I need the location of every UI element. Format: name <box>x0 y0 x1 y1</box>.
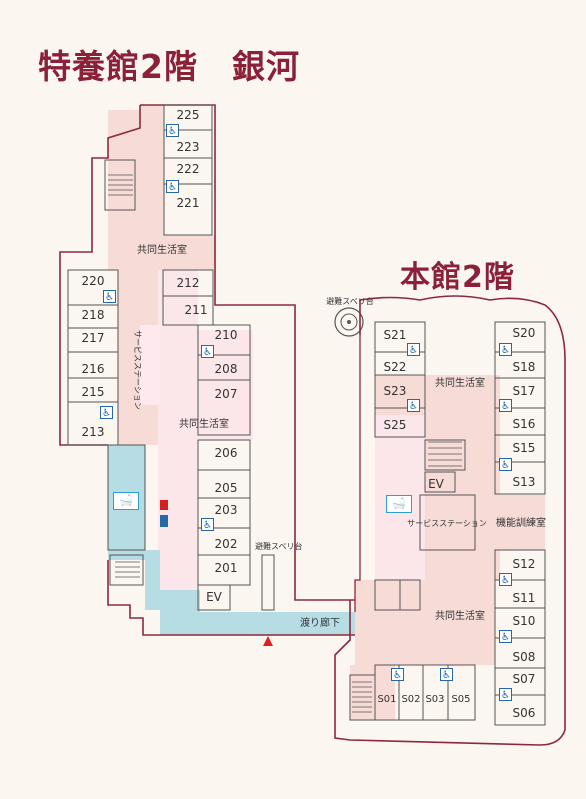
annex-hall-upper-2 <box>140 105 164 240</box>
wheelchair-accessible-icon: ♿ <box>407 399 420 412</box>
wheelchair-accessible-icon: ♿ <box>166 180 179 193</box>
main-common-room-south <box>355 580 495 665</box>
room-220: 220 <box>81 274 105 288</box>
room-208: 208 <box>214 362 238 376</box>
room-S16: S16 <box>512 417 536 431</box>
service-station-box <box>140 325 160 405</box>
annex-common-room-north <box>108 235 216 270</box>
stair-hall-main <box>350 665 395 720</box>
room-S12: S12 <box>512 557 536 571</box>
room-212: 212 <box>176 276 200 290</box>
escape-slide-annex <box>261 554 275 611</box>
wheelchair-accessible-icon: ♿ <box>201 345 214 358</box>
wheelchair-accessible-icon: ♿ <box>499 343 512 356</box>
room-215: 215 <box>81 385 105 399</box>
room-S13: S13 <box>512 475 536 489</box>
room-S02: S02 <box>401 694 421 705</box>
room-217: 217 <box>81 331 105 345</box>
room-S22: S22 <box>383 360 407 374</box>
annex-elevator-label: EV <box>206 590 222 604</box>
room-S17: S17 <box>512 384 536 398</box>
corridor-label: 渡り廊下 <box>300 618 340 629</box>
main-outer-wall <box>334 295 566 746</box>
wheelchair-accessible-icon: ♿ <box>499 458 512 471</box>
room-S25: S25 <box>383 418 407 432</box>
room-S21: S21 <box>383 328 407 342</box>
room-225: 225 <box>176 108 200 122</box>
wheelchair-accessible-icon: ♿ <box>100 406 113 419</box>
room-216: 216 <box>81 362 105 376</box>
room-S06: S06 <box>512 706 536 720</box>
main-common-room-label: 共同生活室 <box>435 378 485 389</box>
annex-common-room-label: 共同生活室 <box>137 245 187 256</box>
wheelchair-accessible-icon: ♿ <box>201 518 214 531</box>
wheelchair-accessible-icon: ♿ <box>499 630 512 643</box>
room-218: 218 <box>81 308 105 322</box>
room-S11: S11 <box>512 591 536 605</box>
main-elevator-label: EV <box>428 477 444 491</box>
room-S07: S07 <box>512 672 536 686</box>
room-205: 205 <box>214 481 238 495</box>
room-221: 221 <box>176 196 200 210</box>
room-S08: S08 <box>512 650 536 664</box>
room-S18: S18 <box>512 360 536 374</box>
room-222: 222 <box>176 162 200 176</box>
toilet-icon <box>160 515 168 527</box>
bath-icon: 🛁 <box>113 492 139 510</box>
room-203: 203 <box>214 503 238 517</box>
annex-title: 特養館2階 銀河 <box>38 47 300 86</box>
wheelchair-accessible-icon: ♿ <box>499 399 512 412</box>
room-201: 201 <box>214 561 238 575</box>
escape-slide-main <box>334 307 364 337</box>
room-223: 223 <box>176 140 200 154</box>
wheelchair-accessible-icon: ♿ <box>391 668 404 681</box>
room-210: 210 <box>214 328 238 342</box>
wheelchair-accessible-icon: ♿ <box>499 688 512 701</box>
annex-escape-slide-label: 避難スベリ台 <box>255 542 303 551</box>
main-service-station-label: サービスステーション <box>407 519 487 528</box>
room-S05: S05 <box>451 694 471 705</box>
room-S03: S03 <box>425 694 445 705</box>
room-S15: S15 <box>512 441 536 455</box>
room-S23: S23 <box>383 384 407 398</box>
connecting-corridor <box>108 445 355 635</box>
room-202: 202 <box>214 537 238 551</box>
room-S10: S10 <box>512 614 536 628</box>
wheelchair-accessible-icon: ♿ <box>499 573 512 586</box>
wheelchair-accessible-icon: ♿ <box>440 668 453 681</box>
entrance-marker-icon <box>263 636 273 646</box>
room-213: 213 <box>81 425 105 439</box>
annex-service-station-label: サービスステーション <box>133 330 142 410</box>
wheelchair-accessible-icon: ♿ <box>166 124 179 137</box>
room-207: 207 <box>214 387 238 401</box>
annex-common-room-label-2: 共同生活室 <box>179 419 229 430</box>
bath-icon: 🛁 <box>386 495 412 513</box>
room-S20: S20 <box>512 326 536 340</box>
room-S01: S01 <box>377 694 397 705</box>
main-escape-slide-label: 避難スベリ台 <box>326 297 374 306</box>
rehab-room <box>495 495 545 550</box>
wheelchair-accessible-icon: ♿ <box>103 290 116 303</box>
wheelchair-accessible-icon: ♿ <box>407 343 420 356</box>
main-building-title: 本館2階 <box>400 260 515 295</box>
rehab-room-label: 機能訓練室 <box>496 518 546 529</box>
main-common-room-label-2: 共同生活室 <box>435 611 485 622</box>
toilet-icon <box>160 500 168 510</box>
room-211: 211 <box>184 303 208 317</box>
room-206: 206 <box>214 446 238 460</box>
